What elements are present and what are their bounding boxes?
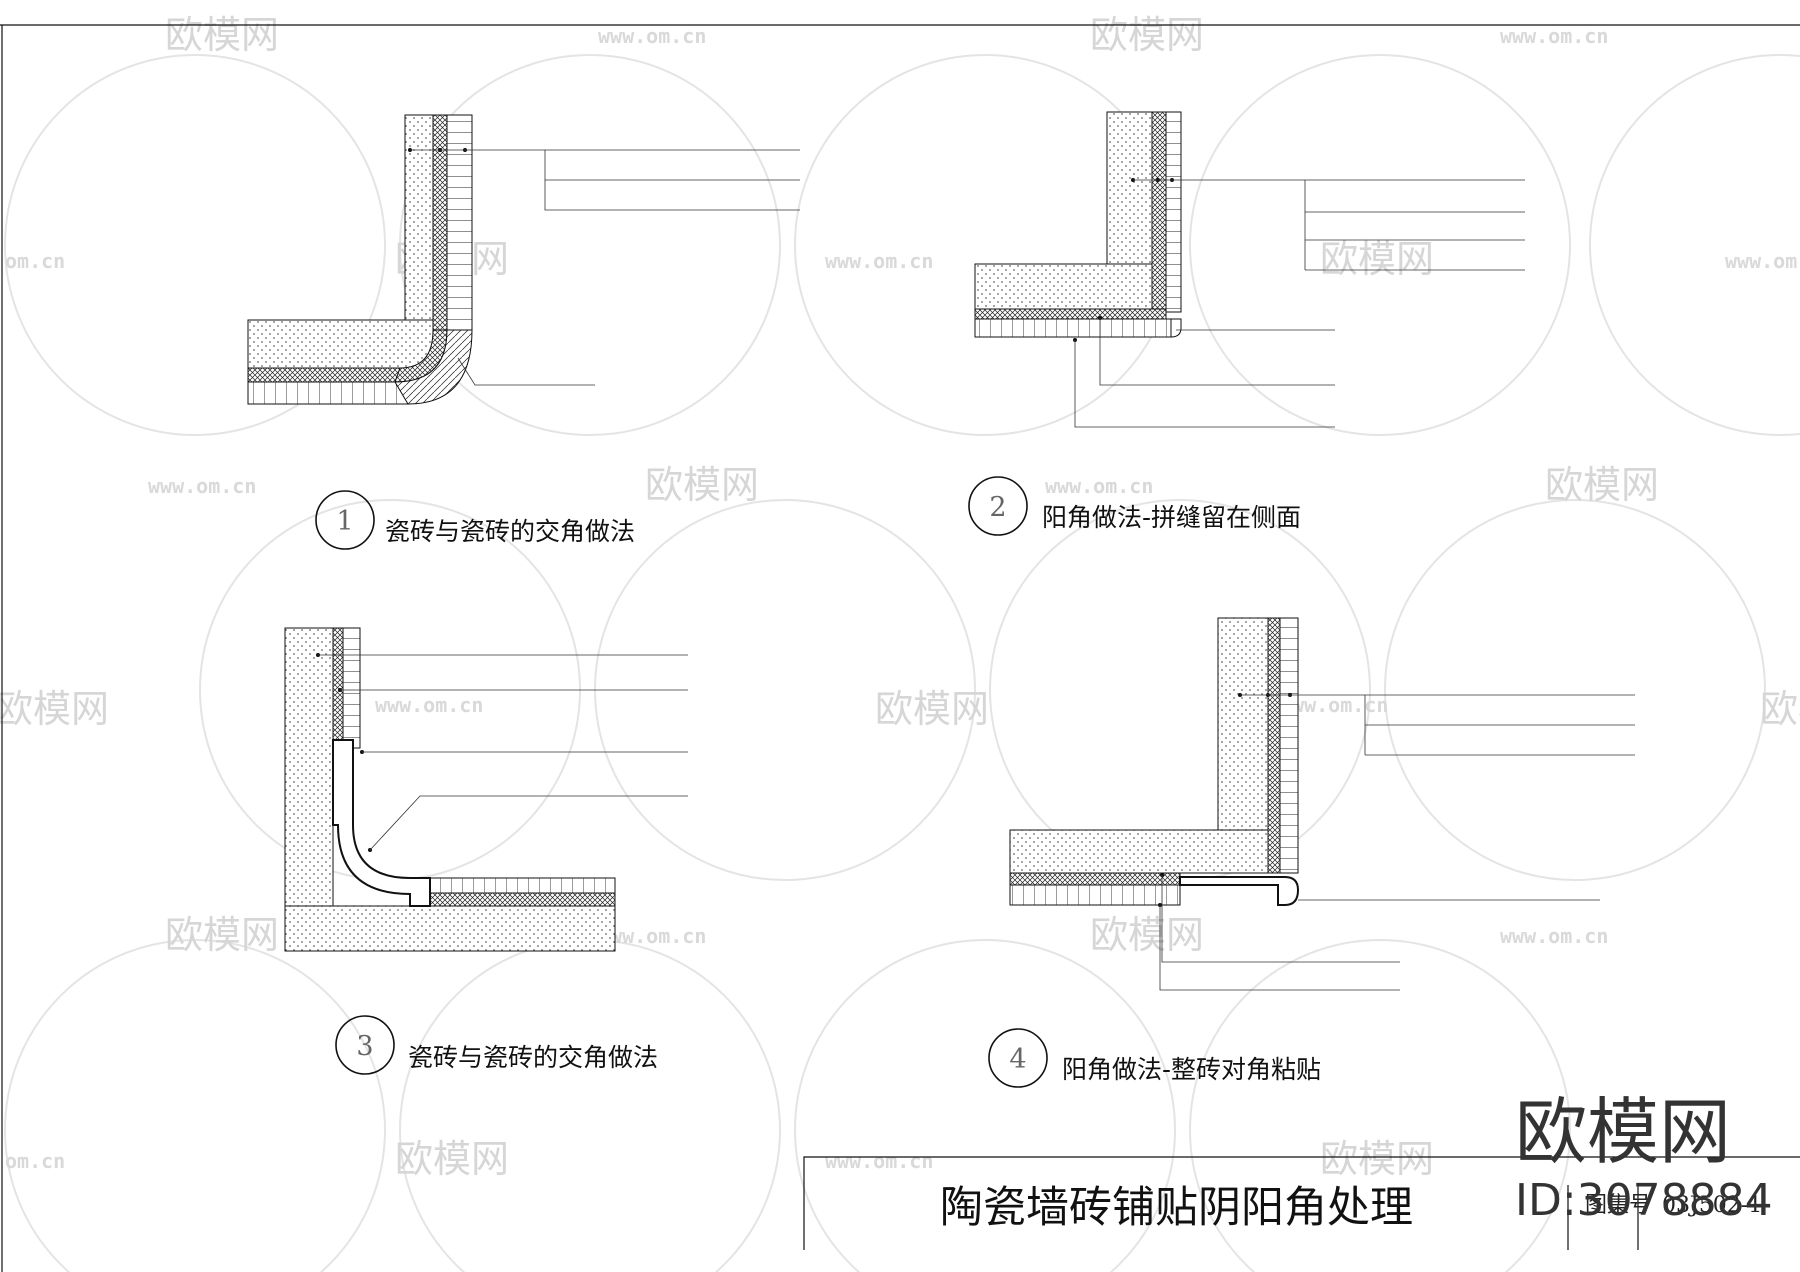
watermark-url: www.om.cn: [825, 1149, 933, 1173]
detail-number: 2: [989, 492, 1006, 523]
watermark-url: om.cn: [5, 249, 65, 273]
detail-number-circle: [315, 490, 375, 550]
watermark-url: www.om.cn: [1725, 249, 1800, 273]
watermark-url: www.om.cn: [1500, 24, 1608, 48]
detail-number: 1: [336, 506, 353, 537]
watermark-url: www.om.cn: [825, 249, 933, 273]
watermark-brand: 欧模网: [165, 13, 279, 57]
watermark-brand: 欧模网: [1545, 463, 1659, 507]
watermark-brand: 欧模网: [1760, 687, 1800, 731]
detail-caption: 阳角做法-拼缝留在侧面: [1042, 503, 1301, 532]
detail-caption: 瓷砖与瓷砖的交角做法: [385, 517, 635, 546]
overlay-id: ID:3078884: [1515, 1175, 1773, 1226]
detail-3-drawing: [284, 627, 688, 952]
title-block: 陶瓷墙砖铺贴阴阳角处理 图集号 03J502-1: [803, 1156, 1800, 1250]
watermark-url: www.om.cn: [1500, 924, 1608, 948]
watermark-brand: 欧模网: [1320, 1137, 1434, 1181]
watermark-brand: 欧模网: [645, 463, 759, 507]
watermark-url: om.cn: [5, 1149, 65, 1173]
detail-number-circle: [335, 1015, 395, 1075]
watermark-url: www.om.cn: [1045, 474, 1153, 498]
detail-3-caption: 3 瓷砖与瓷砖的交角做法: [335, 1015, 658, 1075]
watermark-brand: 欧模网: [1090, 913, 1204, 957]
detail-number-circle: [968, 476, 1028, 536]
watermark-brand: 欧模网: [165, 913, 279, 957]
detail-2-caption: 2 阳角做法-拼缝留在侧面: [968, 476, 1301, 536]
detail-1-drawing: [247, 114, 800, 405]
watermark-brand: 欧模网: [0, 687, 109, 731]
drawing-title: 陶瓷墙砖铺贴阴阳角处理: [940, 1183, 1413, 1233]
detail-caption: 阳角做法-整砖对角粘贴: [1062, 1055, 1321, 1084]
watermark-url: www.om.cn: [148, 474, 256, 498]
detail-number-circle: [988, 1028, 1048, 1088]
detail-caption: 瓷砖与瓷砖的交角做法: [408, 1043, 658, 1072]
detail-4-drawing: [1009, 617, 1635, 991]
sheet-border: [0, 24, 1800, 1272]
watermark-url: www.om.cn: [598, 24, 706, 48]
watermark-brand: 欧模网: [1320, 237, 1434, 281]
watermark-url: www.om.cn: [375, 693, 483, 717]
watermark-brand: 欧模网: [1090, 13, 1204, 57]
detail-number: 3: [356, 1031, 373, 1062]
detail-4-caption: 4 阳角做法-整砖对角粘贴: [988, 1028, 1321, 1088]
brand-overlay: 欧模网 ID:3078884: [1515, 1090, 1773, 1226]
detail-1-caption: 1 瓷砖与瓷砖的交角做法: [315, 490, 635, 550]
atlas-label: 图集号: [1585, 1193, 1651, 1218]
watermark-texts: 欧模网 www.om.cn 欧模网 www.om.cn om.cn 欧模网 ww…: [0, 13, 1800, 1181]
watermark-brand: 欧模网: [875, 687, 989, 731]
atlas-number: 03J502-1: [1662, 1193, 1762, 1218]
detail-number: 4: [1009, 1044, 1026, 1075]
watermark-brand: 欧模网: [395, 1137, 509, 1181]
detail-2-drawing: [974, 111, 1525, 428]
watermark-url: www.om.cn: [598, 924, 706, 948]
overlay-brand: 欧模网: [1515, 1090, 1731, 1174]
